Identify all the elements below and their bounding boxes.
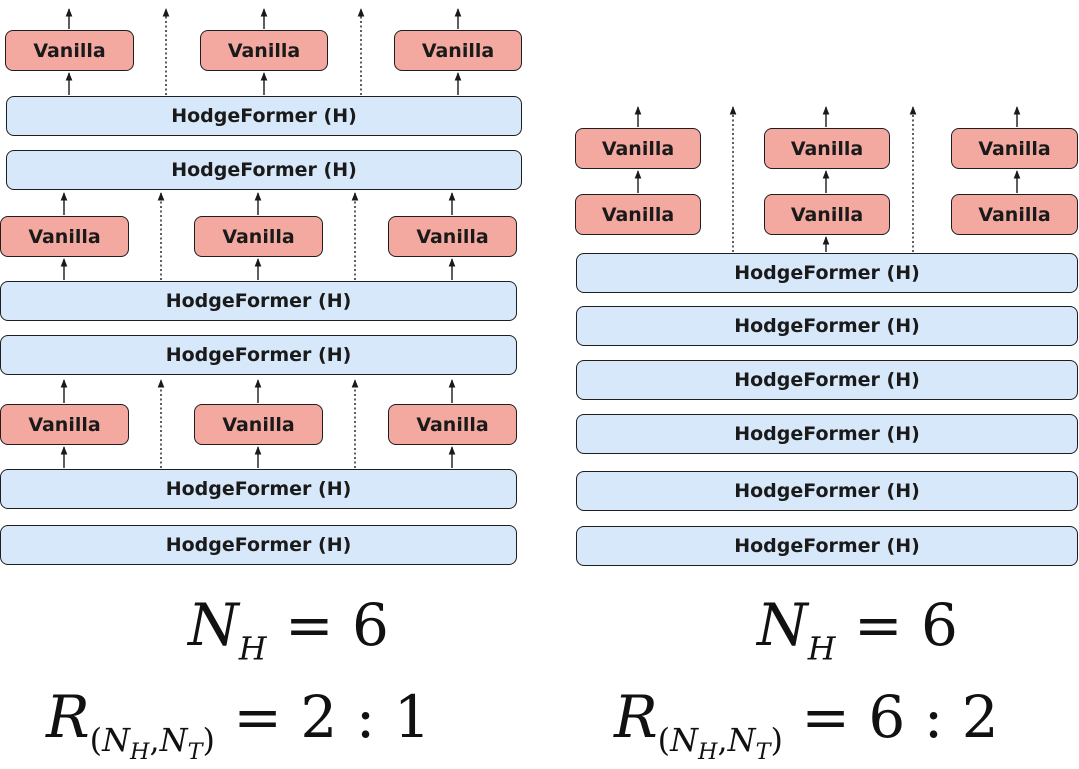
hodgeformer-block: HodgeFormer (H): [0, 335, 517, 375]
vanilla-block: Vanilla: [5, 30, 134, 71]
hodgeformer-block: HodgeFormer (H): [6, 150, 522, 190]
hodgeformer-block: HodgeFormer (H): [0, 281, 517, 321]
vanilla-block: Vanilla: [575, 128, 701, 169]
hodgeformer-block: HodgeFormer (H): [576, 360, 1078, 400]
hodgeformer-block: HodgeFormer (H): [576, 471, 1078, 511]
vanilla-block: Vanilla: [0, 404, 129, 445]
vanilla-block: Vanilla: [194, 404, 323, 445]
vanilla-block: Vanilla: [951, 128, 1078, 169]
vanilla-block: Vanilla: [951, 194, 1078, 235]
hodgeformer-block: HodgeFormer (H): [576, 526, 1078, 566]
vanilla-block: Vanilla: [575, 194, 701, 235]
vanilla-block: Vanilla: [388, 216, 517, 257]
hodgeformer-block: HodgeFormer (H): [6, 96, 522, 136]
formula-ratio-left: R(NH,NT) = 2 : 1: [46, 683, 431, 766]
vanilla-block: Vanilla: [194, 216, 323, 257]
formula-nh-right: NH = 6: [757, 591, 958, 668]
hodgeformer-block: HodgeFormer (H): [576, 414, 1078, 454]
vanilla-block: Vanilla: [394, 30, 522, 71]
hodgeformer-block: HodgeFormer (H): [576, 253, 1078, 293]
vanilla-block: Vanilla: [388, 404, 517, 445]
vanilla-block: Vanilla: [764, 194, 890, 235]
formula-nh-left: NH = 6: [188, 591, 389, 668]
formula-ratio-right: R(NH,NT) = 6 : 2: [614, 683, 999, 766]
vanilla-block: Vanilla: [764, 128, 890, 169]
hodgeformer-block: HodgeFormer (H): [0, 469, 517, 509]
vanilla-block: Vanilla: [0, 216, 129, 257]
hodgeformer-block: HodgeFormer (H): [576, 306, 1078, 346]
vanilla-block: Vanilla: [200, 30, 328, 71]
hodgeformer-block: HodgeFormer (H): [0, 525, 517, 565]
